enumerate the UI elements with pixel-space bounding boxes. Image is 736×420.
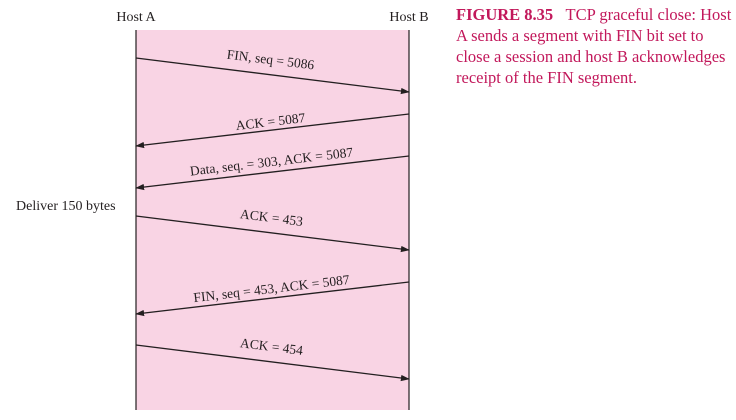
- message-3-arrow: [135, 155, 410, 191]
- message-6-arrow: [135, 344, 410, 382]
- figure-caption: FIGURE 8.35 TCP graceful close: Host A s…: [456, 4, 732, 88]
- session-band: [136, 30, 409, 410]
- figure-number: FIGURE 8.35: [456, 5, 554, 24]
- caption-text: TCP graceful close: Host A sends a segme…: [456, 5, 732, 87]
- message-4-arrow: [135, 215, 410, 253]
- deliver-note: Deliver 150 bytes: [16, 199, 116, 214]
- message-5-arrow: [135, 281, 410, 317]
- message-1-arrow: [135, 57, 410, 95]
- host-a-label: Host A: [116, 10, 156, 25]
- message-2-arrow: [135, 113, 410, 149]
- host-b-label: Host B: [389, 10, 428, 25]
